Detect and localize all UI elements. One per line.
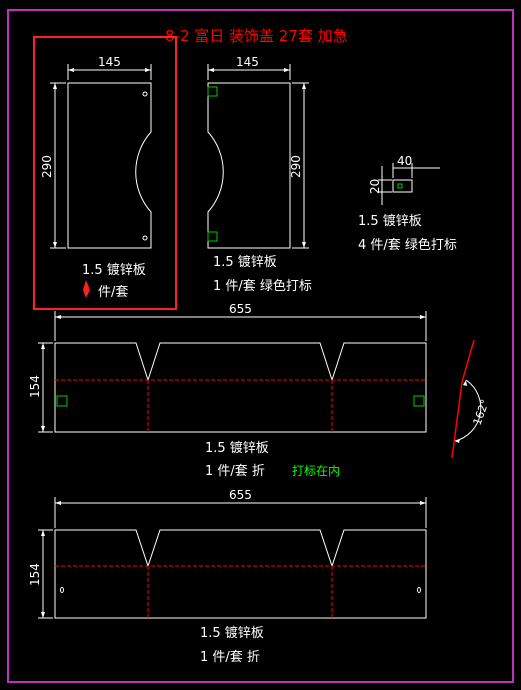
strip-bottom-hole-left xyxy=(60,587,64,593)
part-small: 40 20 1.5 镀锌板 4 件/套 绿色打标 xyxy=(358,154,457,253)
bend-angle-arc xyxy=(454,379,482,442)
strip-top-material: 1.5 镀锌板 xyxy=(205,440,269,456)
part-left-material: 1.5 镀锌板 xyxy=(82,262,146,278)
strip-top-mark-right xyxy=(413,395,425,407)
part-left-outline xyxy=(67,82,152,249)
part-small-outline xyxy=(392,179,413,193)
part-left-width-label: 145 xyxy=(98,55,121,69)
strip-bottom-qty: 1 件/套 折 xyxy=(200,649,260,665)
part-right-width-label: 145 xyxy=(236,55,259,69)
strip-bottom-material: 1.5 镀锌板 xyxy=(200,625,264,641)
part-right-qty: 1 件/套 绿色打标 xyxy=(213,278,312,294)
part-small-qty: 4 件/套 绿色打标 xyxy=(358,237,457,253)
strip-top-note: 打标在内 xyxy=(292,464,340,478)
strip-bottom-height-label: 154 xyxy=(28,563,42,586)
part-left-qty-marker xyxy=(83,280,90,298)
part-right-height-label: 290 xyxy=(289,155,303,178)
strip-bottom: 655 154 1.5 镀锌板 1 件/套 折 xyxy=(28,488,427,665)
drawing-title: 8-2 富日 装饰盖 27套 加急 xyxy=(165,27,348,45)
part-small-height-label: 20 xyxy=(368,179,382,194)
part-small-width-label: 40 xyxy=(397,154,412,168)
strip-bottom-length-label: 655 xyxy=(229,488,252,502)
drawing-frame xyxy=(7,9,514,683)
bend-profile-leg-top xyxy=(461,339,475,383)
strip-top-length-label: 655 xyxy=(229,302,252,316)
highlight-box xyxy=(33,36,177,310)
part-right-material: 1.5 镀锌板 xyxy=(213,254,277,270)
part-right-outline xyxy=(207,82,291,249)
strip-top-mark-left xyxy=(56,395,68,407)
part-right-mark-bottom xyxy=(207,231,218,242)
part-left-hole-bottom xyxy=(142,235,148,241)
part-left-qty: 件/套 xyxy=(98,284,128,300)
strip-top-height-label: 154 xyxy=(28,375,42,398)
part-left: 145 290 1.5 镀锌板 件/套 xyxy=(40,55,152,300)
part-right-mark-top xyxy=(207,86,218,97)
part-left-height-label: 290 xyxy=(40,155,54,178)
part-small-material: 1.5 镀锌板 xyxy=(358,213,422,229)
strip-top: 655 154 1.5 镀锌板 1 件/套 折 打标在内 xyxy=(28,302,427,479)
strip-top-qty: 1 件/套 折 xyxy=(205,463,265,479)
strip-bottom-hole-right xyxy=(417,587,421,593)
part-right: 145 290 1.5 镀锌板 1 件/套 绿色打标 xyxy=(207,55,312,294)
part-left-hole-top xyxy=(142,91,148,97)
part-small-mark xyxy=(397,183,403,189)
bend-profile-leg-bottom xyxy=(451,381,463,459)
